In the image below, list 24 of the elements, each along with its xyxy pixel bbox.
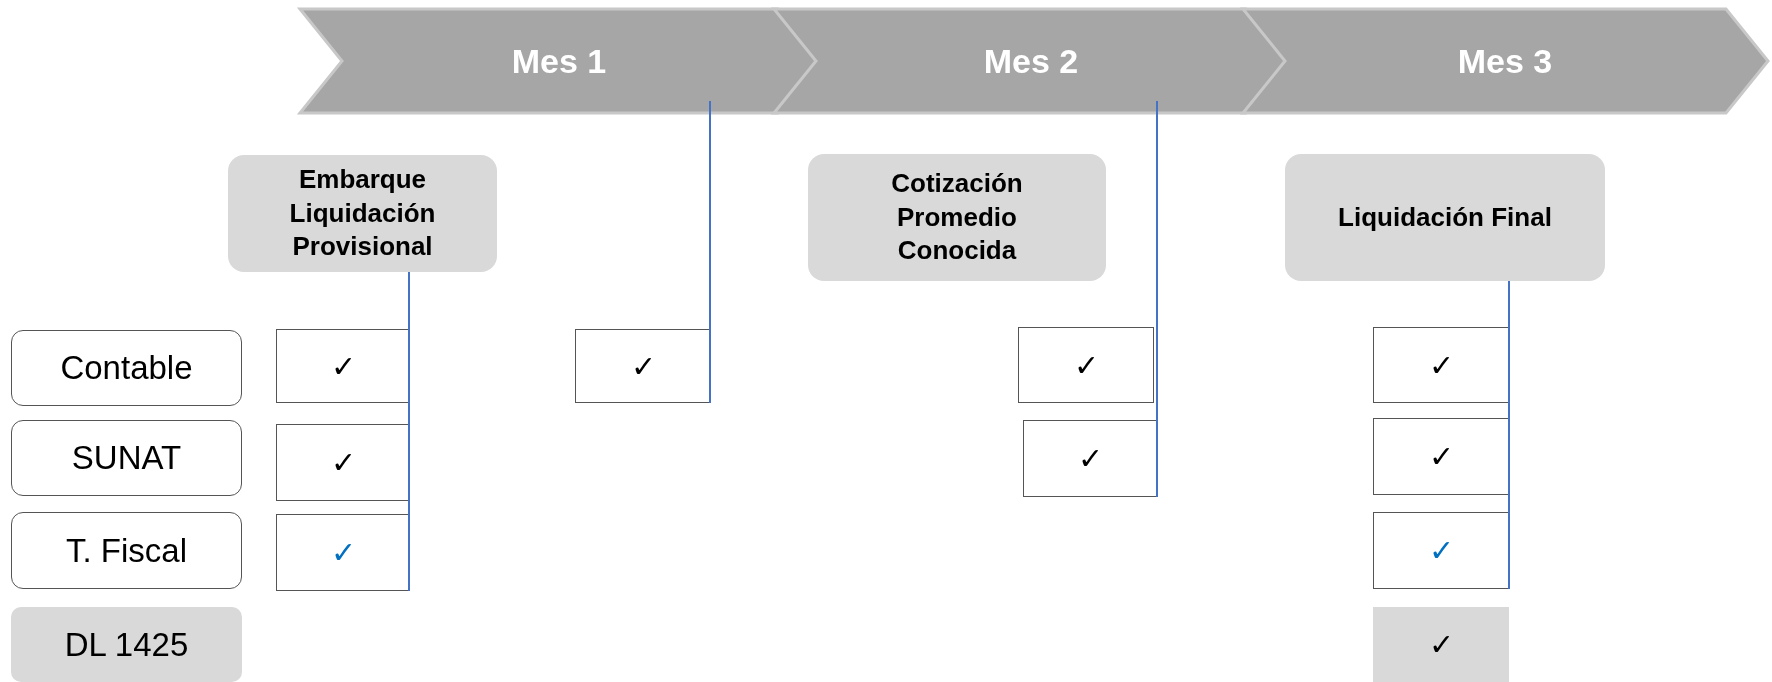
month-label: Mes 3 (1457, 41, 1553, 81)
row-label-box: T. Fiscal (11, 512, 242, 589)
row-label-box: SUNAT (11, 420, 242, 496)
phase-box: Liquidación Final (1285, 154, 1605, 281)
row-label-box: DL 1425 (11, 607, 242, 682)
check-cell: ✓ (1373, 418, 1509, 495)
check-cell: ✓ (1023, 420, 1158, 497)
check-cell: ✓ (1018, 327, 1154, 403)
row-label-box: Contable (11, 330, 242, 406)
connector-line (1508, 280, 1510, 590)
month-label: Mes 1 (511, 41, 607, 81)
connector-line (709, 100, 711, 404)
month-label: Mes 2 (983, 41, 1079, 81)
check-cell: ✓ (575, 329, 711, 403)
connector-line (1156, 100, 1158, 498)
check-cell: ✓ (276, 424, 410, 501)
connector-line (408, 271, 410, 592)
phase-box: Cotización Promedio Conocida (808, 154, 1106, 281)
check-cell: ✓ (276, 514, 410, 591)
check-cell: ✓ (276, 329, 410, 403)
check-cell: ✓ (1373, 327, 1509, 403)
phase-box: Embarque Liquidación Provisional (228, 155, 497, 272)
check-cell: ✓ (1373, 607, 1509, 682)
check-cell: ✓ (1373, 512, 1509, 589)
